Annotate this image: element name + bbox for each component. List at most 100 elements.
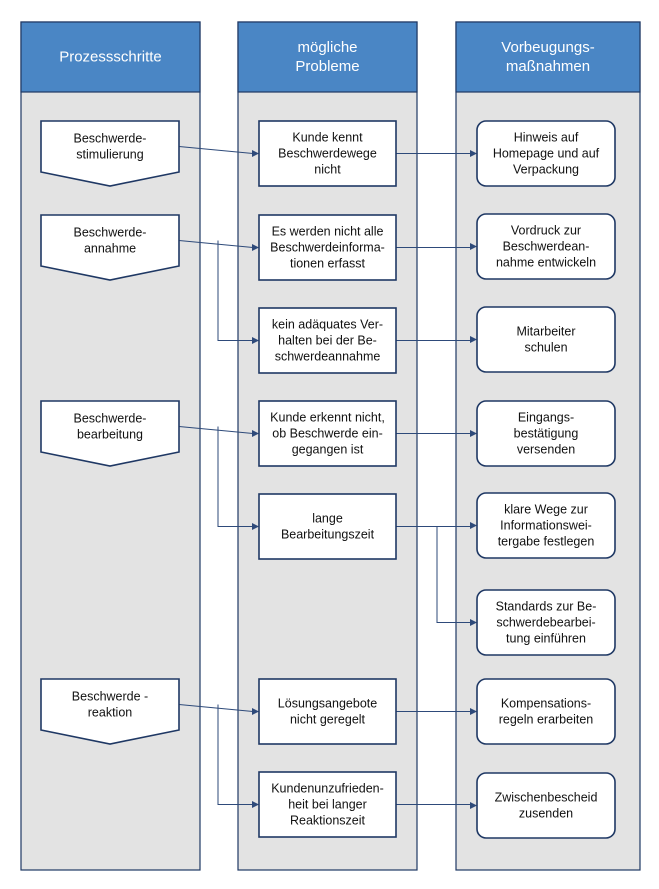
arrow-head [470, 336, 477, 343]
problem-p2: Es werden nicht alleBeschwerdeinforma-ti… [258, 214, 397, 281]
arrow-head [252, 244, 259, 251]
arrow-head [470, 708, 477, 715]
column-header [455, 21, 641, 93]
node-label-line: zusenden [519, 807, 573, 821]
problem-box [258, 307, 397, 374]
connector-s4-p7 [217, 704, 253, 805]
connector-s3-p5 [217, 426, 253, 527]
arrow-head [252, 150, 259, 157]
arrow-head [470, 522, 477, 529]
node-label-line: ob Beschwerde ein- [272, 427, 382, 441]
process-step-shape [40, 678, 180, 745]
arrow-head [252, 523, 259, 530]
connector-s4-p6 [178, 704, 254, 712]
measure-box [476, 120, 616, 187]
node-label-line: Reaktionszeit [290, 814, 366, 828]
arrow-head [470, 243, 477, 250]
process-step-shape [40, 400, 180, 467]
node-label-line: regeln erarbeiten [499, 713, 594, 727]
node-label-line: Beschwerdewege [278, 147, 377, 161]
node-label-line: kein adäquates Ver- [272, 318, 383, 332]
arrow-head [252, 337, 259, 344]
node-label-line: Verpackung [513, 163, 579, 177]
node-label-line: Mitarbeiter [516, 325, 575, 339]
problem-box [258, 771, 397, 838]
node-label-line: Homepage und auf [493, 147, 600, 161]
connector-s2-p2 [178, 240, 254, 248]
node-label-line: tionen erfasst [290, 257, 366, 271]
node-label-line: Vordruck zur [511, 224, 581, 238]
column-title-line: maßnahmen [506, 58, 590, 75]
process-step-s1: Beschwerde-stimulierung [40, 120, 180, 187]
measure-box [476, 492, 616, 559]
connector-s1-p1 [178, 146, 254, 154]
column-title-line: Probleme [295, 58, 359, 75]
arrow-head [470, 430, 477, 437]
node-label-line: schwerdebearbei- [496, 616, 595, 630]
node-label-line: nicht geregelt [290, 713, 366, 727]
node-label-line: Beschwerde- [74, 226, 147, 240]
process-step-shape [40, 214, 180, 281]
node-label-line: gegangen ist [292, 443, 364, 457]
arrow-head [252, 430, 259, 437]
node-label-line: klare Wege zur [504, 503, 588, 517]
node-label-line: lange [312, 512, 343, 526]
arrow-head [470, 150, 477, 157]
process-step-s2: Beschwerde-annahme [40, 214, 180, 281]
measure-m6: Standards zur Be-schwerdebearbei-tung ei… [476, 589, 616, 656]
column-title-line: Vorbeugungs- [501, 39, 594, 56]
measure-box [476, 213, 616, 280]
node-label-line: bearbeitung [77, 428, 143, 442]
column-header [20, 21, 201, 93]
measure-box [476, 589, 616, 656]
node-label-line: schulen [524, 341, 567, 355]
arrow-head [252, 708, 259, 715]
problem-p3: kein adäquates Ver-halten bei der Be-sch… [258, 307, 397, 374]
connector-s2-p3 [217, 240, 253, 341]
measure-m7: Kompensations-regeln erarbeiten [476, 678, 616, 745]
column-title-line: mögliche [297, 39, 357, 56]
arrow-head [470, 619, 477, 626]
node-label-line: nahme entwickeln [496, 256, 596, 270]
node-label-line: Beschwerde- [74, 132, 147, 146]
node-label-line: halten bei der Be- [278, 334, 377, 348]
node-label-line: Kunde erkennt nicht, [270, 411, 385, 425]
problem-box [258, 120, 397, 187]
node-label-line: Informationswei- [500, 519, 592, 533]
node-label-line: Es werden nicht alle [272, 225, 384, 239]
connector-s3-p4 [178, 426, 254, 434]
node-label-line: tergabe festlegen [498, 535, 595, 549]
process-step-s3: Beschwerde-bearbeitung [40, 400, 180, 467]
node-label-line: tung einführen [506, 632, 586, 646]
problem-box [258, 400, 397, 467]
node-label-line: Beschwerde- [74, 412, 147, 426]
node-label-line: Beschwerdeinforma- [270, 241, 385, 255]
process-step-shape [40, 120, 180, 187]
node-label-line: Eingangs- [518, 411, 574, 425]
node-label-line: Hinweis auf [514, 131, 579, 145]
problem-p7: Kundenunzufrieden-heit bei langerReaktio… [258, 771, 397, 838]
node-label-line: heit bei langer [288, 798, 367, 812]
node-label-line: Bearbeitungszeit [281, 528, 375, 542]
problem-box [258, 678, 397, 745]
node-label-line: schwerdeannahme [275, 350, 381, 364]
measure-box [476, 772, 616, 839]
node-label-line: Kundenunzufrieden- [271, 782, 384, 796]
node-label-line: annahme [84, 242, 136, 256]
problem-box [258, 214, 397, 281]
node-label-line: stimulierung [76, 148, 143, 162]
node-label-line: reaktion [88, 706, 133, 720]
connectors-layer [178, 146, 477, 809]
problem-box [258, 493, 397, 560]
column-header [237, 21, 418, 93]
node-label-line: versenden [517, 443, 575, 457]
node-label-line: Beschwerdean- [503, 240, 590, 254]
connector-p5-m6 [436, 526, 471, 623]
